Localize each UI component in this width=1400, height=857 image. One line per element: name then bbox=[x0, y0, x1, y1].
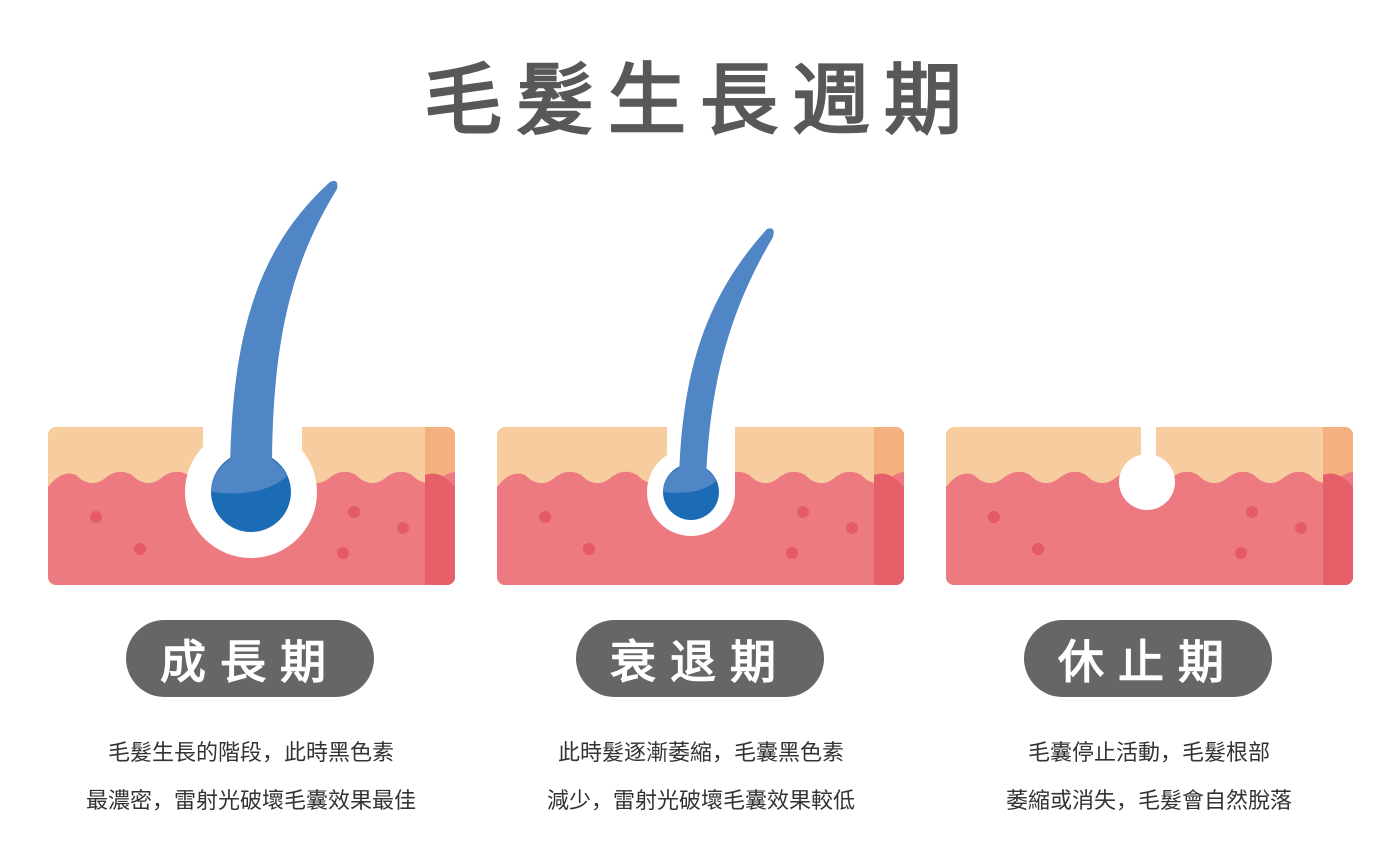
dermis-edge bbox=[425, 473, 455, 585]
skin-dot bbox=[1235, 547, 1247, 559]
stage-description-telogen: 毛囊停止活動，毛髮根部 萎縮或消失，毛髮會自然脫落 bbox=[929, 730, 1369, 826]
hair-shaft bbox=[230, 180, 338, 470]
dermis-edge bbox=[1323, 473, 1353, 585]
stage-label-telogen: 休止期 bbox=[1024, 620, 1272, 697]
stage-description-catagen: 此時髮逐漸萎縮，毛囊黑色素 減少，雷射光破壞毛囊效果較低 bbox=[481, 730, 921, 826]
skin-dot bbox=[539, 511, 551, 523]
skin-dot bbox=[90, 511, 102, 523]
description-line: 萎縮或消失，毛髮會自然脫落 bbox=[1005, 789, 1292, 814]
dermis-layer bbox=[946, 471, 1353, 585]
skin-layers bbox=[497, 427, 904, 585]
skin-dot bbox=[1295, 522, 1307, 534]
skin-dot bbox=[583, 543, 595, 555]
skin-dot bbox=[337, 547, 349, 559]
skin-dot bbox=[786, 547, 798, 559]
description-line: 最濃密，雷射光破壞毛囊效果最佳 bbox=[85, 789, 416, 814]
skin-panel-catagen bbox=[497, 228, 904, 585]
skin-panel-anagen bbox=[48, 180, 455, 585]
stage-description-anagen: 毛髮生長的階段，此時黑色素 最濃密，雷射光破壞毛囊效果最佳 bbox=[31, 730, 471, 826]
follicle-cavity bbox=[1119, 454, 1175, 510]
description-line: 毛囊停止活動，毛髮根部 bbox=[1027, 741, 1270, 766]
skin-layers bbox=[946, 427, 1353, 585]
skin-dot bbox=[797, 506, 809, 518]
skin-dot bbox=[1032, 543, 1044, 555]
description-line: 減少，雷射光破壞毛囊效果較低 bbox=[546, 789, 855, 814]
skin-dot bbox=[846, 522, 858, 534]
page-title: 毛髮生長週期 bbox=[423, 56, 976, 146]
stage-label-anagen: 成長期 bbox=[126, 620, 374, 697]
skin-panel-telogen bbox=[946, 427, 1353, 585]
skin-dot bbox=[1246, 506, 1258, 518]
description-line: 此時髮逐漸萎縮，毛囊黑色素 bbox=[557, 741, 844, 766]
skin-dot bbox=[348, 506, 360, 518]
skin-dot bbox=[397, 522, 409, 534]
skin-dot bbox=[134, 543, 146, 555]
skin-dot bbox=[988, 511, 1000, 523]
description-line: 毛髮生長的階段，此時黑色素 bbox=[107, 741, 394, 766]
stage-label-catagen: 衰退期 bbox=[576, 620, 824, 697]
dermis-layer bbox=[497, 471, 904, 585]
dermis-edge bbox=[874, 473, 904, 585]
hair-shaft bbox=[679, 228, 774, 480]
